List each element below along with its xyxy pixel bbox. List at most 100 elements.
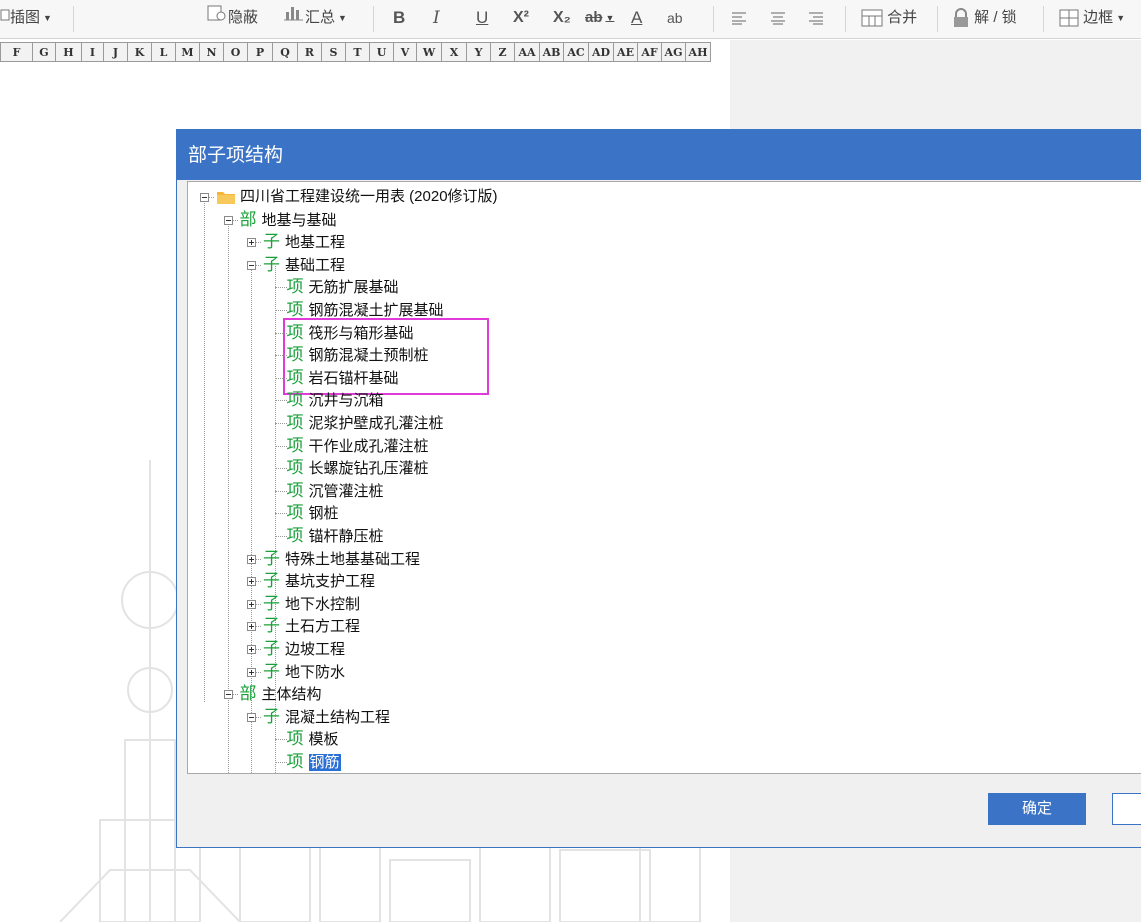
merge-cells-icon — [861, 9, 883, 27]
underline-button[interactable]: U — [476, 8, 489, 27]
tree-node-label: 锚杆静压桩 — [308, 528, 384, 545]
column-header-w[interactable]: W — [417, 42, 442, 62]
column-header-r[interactable]: R — [298, 42, 322, 62]
collapse-icon[interactable] — [223, 690, 233, 700]
tree-node-label: 无筋扩展基础 — [308, 279, 399, 297]
align-right-button[interactable] — [808, 0, 824, 36]
tree-node-part[interactable]: 部主体结构 — [240, 683, 322, 705]
superscript-button[interactable]: X² — [513, 9, 529, 26]
align-center-button[interactable] — [770, 0, 786, 36]
tree-connector — [274, 310, 287, 311]
hide-button[interactable]: 隐蔽 — [206, 0, 258, 36]
folder-icon — [217, 192, 235, 205]
merge-button[interactable]: 合并 — [861, 0, 917, 36]
tree-node-item[interactable]: 项钢筋混凝土预制桩 — [287, 344, 429, 366]
column-header-f[interactable]: F — [0, 42, 33, 62]
tree-node-sub[interactable]: 子基坑支护工程 — [263, 570, 375, 592]
expand-icon[interactable] — [247, 238, 256, 248]
tree-connector — [256, 581, 261, 583]
tree-node-sub[interactable]: 子地基工程 — [263, 231, 345, 253]
column-header-ad[interactable]: AD — [589, 42, 614, 62]
expand-icon[interactable] — [247, 667, 256, 677]
tree-connector — [274, 377, 287, 379]
node-type-tag: 项 — [286, 458, 304, 478]
tree-node-sub[interactable]: 子土石方工程 — [263, 615, 360, 637]
wrap-text-button[interactable]: ab — [667, 0, 683, 36]
tree-node-item[interactable]: 项长螺旋钻孔压灌桩 — [287, 457, 429, 479]
column-header-ac[interactable]: AC — [564, 42, 589, 62]
column-header-ab[interactable]: AB — [540, 42, 564, 62]
expand-icon[interactable] — [247, 599, 256, 609]
tree-node-item[interactable]: 项泥浆护壁成孔灌注桩 — [287, 412, 444, 434]
column-header-n[interactable]: N — [200, 42, 224, 62]
tree-node-part[interactable]: 部地基与基础 — [240, 209, 337, 231]
column-header-u[interactable]: U — [370, 42, 394, 62]
column-header-ah[interactable]: AH — [686, 42, 711, 62]
tree-node-item[interactable]: 项钢筋混凝土扩展基础 — [287, 299, 444, 321]
expand-icon[interactable] — [247, 645, 256, 654]
column-header-p[interactable]: P — [248, 42, 273, 62]
column-header-ag[interactable]: AG — [662, 42, 686, 62]
tree-node-item[interactable]: 项筏形与箱形基础 — [287, 322, 414, 344]
column-header-k[interactable]: K — [128, 42, 152, 62]
tree-node-item[interactable]: 项无筋扩展基础 — [287, 276, 399, 298]
tree-node-sub[interactable]: 子地下水控制 — [263, 593, 360, 615]
tree-node-item[interactable]: 项钢桩 — [287, 502, 339, 524]
column-header-h[interactable]: H — [56, 42, 82, 62]
insert-image-button[interactable]: 插图▼ — [0, 0, 52, 36]
column-header-s[interactable]: S — [322, 42, 346, 62]
expand-icon[interactable] — [247, 577, 256, 587]
lock-button[interactable]: 解 / 锁 — [952, 0, 1017, 36]
collapse-icon[interactable] — [247, 712, 256, 722]
column-header-i[interactable]: I — [82, 42, 104, 62]
font-color-button[interactable]: A — [631, 8, 643, 27]
subscript-button[interactable]: X₂ — [553, 9, 571, 26]
column-header-y[interactable]: Y — [467, 42, 491, 62]
expand-icon[interactable] — [247, 622, 256, 632]
tree-node-sub[interactable]: 子特殊土地基基础工程 — [263, 548, 420, 570]
column-header-m[interactable]: M — [176, 42, 200, 62]
tree-node-sub[interactable]: 子混凝土结构工程 — [263, 706, 390, 728]
collapse-icon[interactable] — [223, 215, 233, 225]
bold-button[interactable]: B — [393, 8, 406, 27]
column-header-aa[interactable]: AA — [515, 42, 540, 62]
tree-node-item[interactable]: 项沉井与沉箱 — [287, 389, 384, 411]
border-button[interactable]: 边框▼ — [1059, 0, 1125, 36]
tree-node-label: 沉井与沉箱 — [308, 392, 384, 410]
column-header-t[interactable]: T — [346, 42, 370, 62]
tree-node-item[interactable]: 项岩石锚杆基础 — [287, 367, 399, 389]
tree-node-item[interactable]: 项钢筋 — [287, 751, 341, 773]
column-header-x[interactable]: X — [442, 42, 467, 62]
cancel-button[interactable] — [1112, 793, 1141, 825]
expand-icon[interactable] — [247, 554, 256, 564]
tree-node-item[interactable]: 项模板 — [287, 728, 339, 750]
structure-tree[interactable]: 四川省工程建设统一用表 (2020修订版)部地基与基础子地基工程子基础工程项无筋… — [187, 181, 1141, 774]
strikethrough-button[interactable]: ab▼ — [585, 0, 614, 36]
tree-node-sub[interactable]: 子基础工程 — [263, 254, 345, 276]
tree-node-root[interactable]: 四川省工程建设统一用表 (2020修订版) — [216, 186, 498, 208]
column-header-l[interactable]: L — [152, 42, 176, 62]
column-header-o[interactable]: O — [224, 42, 248, 62]
tree-node-item[interactable]: 项沉管灌注桩 — [287, 480, 384, 502]
column-header-j[interactable]: J — [104, 42, 128, 62]
node-type-tag: 项 — [286, 322, 304, 342]
tree-node-sub[interactable]: 子地下防水 — [263, 661, 345, 683]
collapse-icon[interactable] — [247, 260, 256, 270]
column-header-g[interactable]: G — [33, 42, 56, 62]
column-header-ae[interactable]: AE — [614, 42, 638, 62]
align-left-button[interactable] — [731, 0, 747, 36]
ok-button[interactable]: 确定 — [988, 793, 1086, 825]
collapse-icon[interactable] — [200, 193, 209, 202]
tree-node-item[interactable]: 项锚杆静压桩 — [287, 525, 384, 547]
column-header-af[interactable]: AF — [638, 42, 662, 62]
node-type-tag: 子 — [263, 548, 280, 568]
lock-icon — [954, 8, 968, 28]
summary-button[interactable]: 汇总▼ — [283, 0, 347, 36]
column-header-q[interactable]: Q — [273, 42, 298, 62]
column-header-z[interactable]: Z — [491, 42, 515, 62]
italic-button[interactable]: I — [433, 8, 440, 28]
tree-node-item[interactable]: 项干作业成孔灌注桩 — [287, 435, 429, 457]
column-header-v[interactable]: V — [394, 42, 417, 62]
tree-node-sub[interactable]: 子边坡工程 — [263, 638, 345, 660]
tree-guide-line — [204, 199, 205, 702]
